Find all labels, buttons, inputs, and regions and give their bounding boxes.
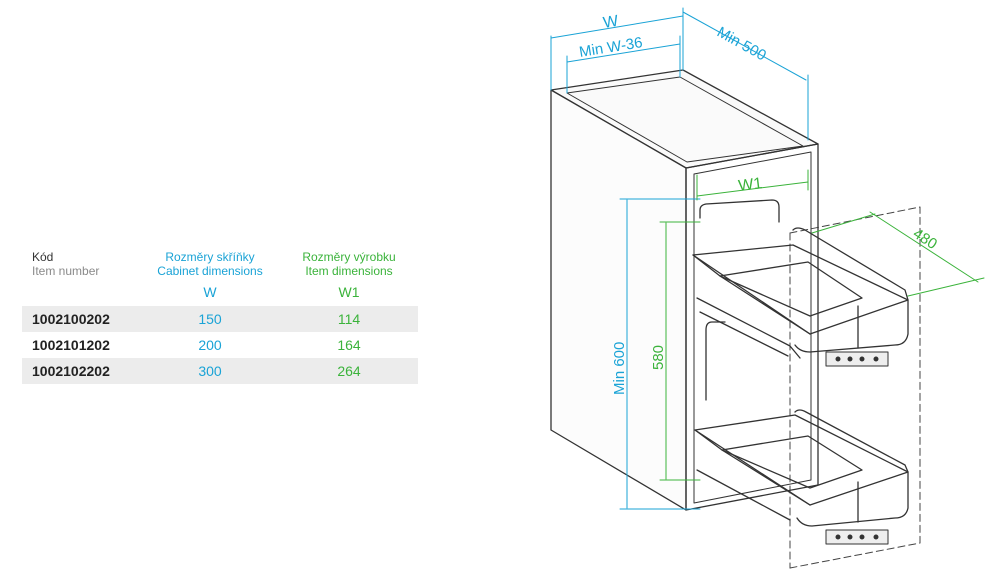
label-580: 580 — [650, 345, 667, 370]
row-w: 200 — [198, 337, 222, 353]
table-row: 1002101202 200 164 — [22, 332, 418, 358]
lower-drawer — [694, 321, 909, 527]
upper-drawer — [692, 199, 909, 359]
row-code: 1002101202 — [32, 337, 110, 353]
table-row: 1002100202 150 114 — [22, 306, 418, 332]
label-480: 480 — [910, 225, 940, 253]
row-w1: 114 — [337, 311, 361, 327]
row-w1: 264 — [337, 363, 361, 379]
header-cabinet-en: Cabinet dimensions — [157, 264, 263, 278]
header-code-en: Item number — [32, 264, 100, 278]
label-min-w-36: Min W-36 — [578, 34, 644, 61]
row-code: 1002102202 — [32, 363, 110, 379]
header-code-cz: Kód — [32, 250, 54, 264]
row-code: 1002100202 — [32, 311, 110, 327]
row-w1: 164 — [337, 337, 361, 353]
door-outline — [789, 206, 921, 569]
row-w: 300 — [198, 363, 222, 379]
header-cabinet: Rozměry skříňky Cabinet dimensions W — [150, 250, 270, 299]
product-dimension-lines — [659, 169, 985, 481]
upper-runner — [825, 351, 889, 367]
dimension-table: Kód Item number Rozměry skříňky Cabinet … — [22, 248, 418, 384]
header-cabinet-symbol: W — [203, 284, 217, 300]
header-item-cz: Rozměry výrobku — [302, 250, 396, 264]
header-item: Rozměry výrobku Item dimensions W1 — [284, 250, 414, 299]
header-item-symbol: W1 — [338, 284, 360, 300]
cabinet-body — [550, 69, 819, 511]
cabinet-dimension-lines — [550, 7, 809, 510]
lower-runner — [825, 529, 889, 545]
cabinet-drawing: W Min W-36 Min 500 Min 600 W1 480 580 — [550, 7, 985, 569]
label-w: W — [602, 13, 620, 32]
label-min-500: Min 500 — [714, 24, 769, 65]
label-min-600: Min 600 — [611, 342, 628, 395]
label-w1: W1 — [737, 175, 763, 195]
table-row: 1002102202 300 264 — [22, 358, 418, 384]
header-cabinet-cz: Rozměry skříňky — [165, 250, 255, 264]
header-item-en: Item dimensions — [305, 264, 393, 278]
row-w: 150 — [198, 311, 222, 327]
table-header: Kód Item number Rozměry skříňky Cabinet … — [22, 248, 418, 306]
header-code: Kód Item number — [32, 250, 99, 278]
